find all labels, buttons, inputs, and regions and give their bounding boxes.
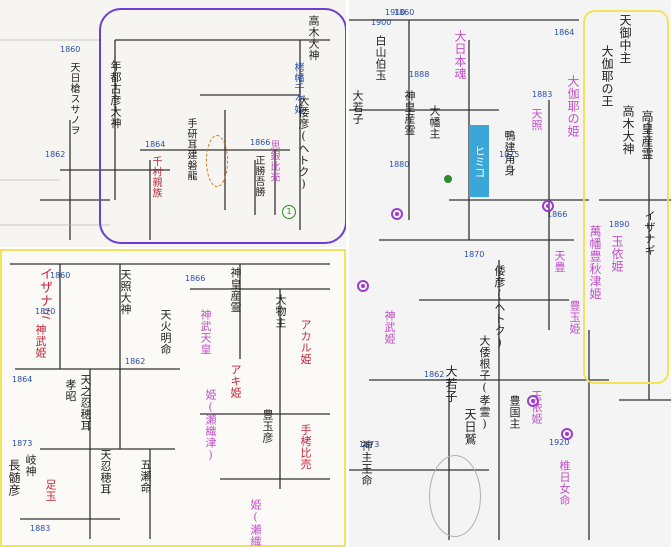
name-yb-2: 大伽耶の王 bbox=[600, 45, 614, 108]
name-mag-2: 天照 bbox=[530, 108, 543, 131]
name-izanami: イザナミ bbox=[37, 267, 52, 321]
year-label: 1880 bbox=[389, 160, 410, 169]
circle-marker bbox=[542, 200, 554, 212]
faded-oval bbox=[429, 455, 481, 537]
name-red-3: 豊玉彦 bbox=[261, 409, 274, 444]
circle-marker: 1 bbox=[282, 205, 296, 219]
name-mag-1: 姫(瀬織津) bbox=[204, 389, 217, 462]
name-yb-5: 萬幡豊秋津姫 bbox=[588, 225, 602, 300]
name-col-5: 大日本魂 bbox=[453, 30, 467, 80]
name-yb-3: 高木大神 bbox=[621, 105, 635, 155]
yellow-highlight-box bbox=[583, 10, 669, 384]
name-red-2: アカル姫 bbox=[299, 319, 312, 365]
name-mid-4: 五瀬命 bbox=[139, 459, 152, 494]
name-yb-7: イザナギ bbox=[643, 210, 656, 256]
name-himiko-badge: ヒミコ bbox=[469, 125, 489, 197]
name-top-4: 大物主 bbox=[274, 294, 287, 329]
year-label: 1873 bbox=[12, 439, 33, 448]
circle-marker bbox=[561, 428, 573, 440]
year-label: 1883 bbox=[532, 90, 553, 99]
name-mag-1: 大伽耶の姫 bbox=[566, 75, 580, 138]
right-tree-lines bbox=[349, 19, 671, 540]
right-panel: 白山伯玉 大若子 神皇産霊 大幡主 大日本魂 ヒミコ 鴨建角身 倭彦(ヘトク) … bbox=[349, 0, 671, 547]
name-low-3: 神主王命 bbox=[360, 440, 373, 486]
year-label: 1890 bbox=[609, 220, 630, 229]
name-red-1: 神武姫 bbox=[34, 324, 47, 359]
year-label: 1864 bbox=[12, 375, 33, 384]
bottom-left-panel: イザナミ 天照大神 神皇産霊 大物主 天之忍穂耳 天忍穂耳 天火明命 五瀬命 神… bbox=[0, 249, 346, 547]
year-label: 1888 bbox=[409, 70, 430, 79]
name-main-1: 大倭彦(ヘトク) bbox=[297, 95, 310, 191]
name-col-8: 倭彦(ヘトク) bbox=[493, 265, 506, 350]
name-mag-3: 姫(瀬織) bbox=[249, 499, 262, 547]
bottom-left-tree-lines bbox=[10, 263, 330, 539]
year-label: 1875 bbox=[499, 150, 520, 159]
name-low-2: 大若子 bbox=[444, 365, 458, 403]
name-top-3: 神皇産霊 bbox=[229, 267, 242, 313]
name-col-4: 大幡主 bbox=[428, 105, 441, 140]
year-label: 1866 bbox=[547, 210, 568, 219]
name-takagi: 高木大神 bbox=[307, 15, 320, 61]
year-label: 1864 bbox=[145, 140, 166, 149]
name-low-1: 天日鷲 bbox=[463, 408, 477, 446]
name-yb-4: 高皇産霊 bbox=[640, 110, 654, 160]
name-top-2: 天照大神 bbox=[119, 269, 132, 315]
name-mag-3: 天豊 bbox=[553, 250, 566, 273]
year-label: 1860 bbox=[50, 271, 71, 280]
year-label: 1864 bbox=[554, 28, 575, 37]
name-main-3: 天日槍スサノヲ bbox=[68, 62, 79, 136]
year-label: 1862 bbox=[424, 370, 445, 379]
circle-marker bbox=[527, 395, 539, 407]
name-main-2: 年都古彦大神 bbox=[109, 60, 122, 129]
green-dot-marker bbox=[444, 175, 452, 183]
name-red-4: 手栲比売 bbox=[299, 424, 312, 470]
year-label: 1870 bbox=[464, 250, 485, 259]
name-low-1: 孝昭 bbox=[64, 379, 77, 402]
name-col-3: 神皇産霊 bbox=[403, 90, 416, 136]
orange-dashed-oval bbox=[206, 135, 228, 187]
name-mag-5: 神武姫 bbox=[383, 310, 396, 345]
name-blue: 栲幡千々姫 bbox=[292, 62, 303, 115]
name-mid-1: 天之忍穂耳 bbox=[79, 374, 92, 432]
year-label: 1862 bbox=[45, 150, 66, 159]
year-label: 1883 bbox=[30, 524, 51, 533]
name-colored-2: 思銀比売 bbox=[268, 140, 279, 182]
name-colored-1: 千村親族 bbox=[150, 156, 161, 198]
name-col-9: 大倭根子(孝霊) bbox=[478, 335, 491, 431]
name-sub-1: 手研耳建磐龍 bbox=[185, 118, 196, 181]
name-mid-3: 天火明命 bbox=[159, 309, 172, 355]
name-low-4: 豊国主 bbox=[508, 395, 521, 430]
name-low-3: 足玉 bbox=[44, 479, 57, 502]
name-mag-6: 豊玉姫 bbox=[568, 300, 581, 335]
name-sub-2: 正勝吾勝 bbox=[253, 155, 264, 197]
yellow-border-box bbox=[0, 249, 346, 547]
name-mid-5: 神武天皇 bbox=[199, 309, 212, 355]
year-label: 1860 bbox=[60, 45, 81, 54]
name-mag-2: アキ姫 bbox=[229, 364, 242, 399]
purple-highlight-box bbox=[99, 8, 346, 244]
year-label: 1870 bbox=[35, 307, 56, 316]
name-low-5: 椎日女命 bbox=[558, 460, 571, 506]
year-label: 1920 bbox=[549, 438, 570, 447]
circle-marker bbox=[357, 280, 369, 292]
name-col-2: 大若子 bbox=[351, 90, 364, 125]
name-yb-6: 玉依姫 bbox=[610, 235, 624, 273]
year-label: 1910 bbox=[385, 8, 406, 17]
top-left-panel: 高木大神 栲幡千々姫 大倭彦(ヘトク) 年都古彦大神 天日槍スサノヲ 手研耳建磐… bbox=[0, 0, 346, 247]
year-label: 1900 bbox=[371, 18, 392, 27]
name-yb-1: 天御中主 bbox=[618, 14, 632, 64]
name-col-1: 白山伯玉 bbox=[374, 35, 387, 81]
name-col-7: 鴨建角身 bbox=[503, 130, 516, 176]
year-label: 1866 bbox=[250, 138, 271, 147]
name-low-2: 岐神 bbox=[24, 454, 37, 477]
name-mid-2: 天忍穂耳 bbox=[99, 449, 112, 495]
year-label: 1860 bbox=[394, 8, 415, 17]
name-low-4: 長髄彦 bbox=[7, 459, 21, 497]
year-label: 1862 bbox=[125, 357, 146, 366]
year-label: 1866 bbox=[185, 274, 206, 283]
year-label: 1873 bbox=[359, 440, 380, 449]
circle-marker bbox=[391, 208, 403, 220]
